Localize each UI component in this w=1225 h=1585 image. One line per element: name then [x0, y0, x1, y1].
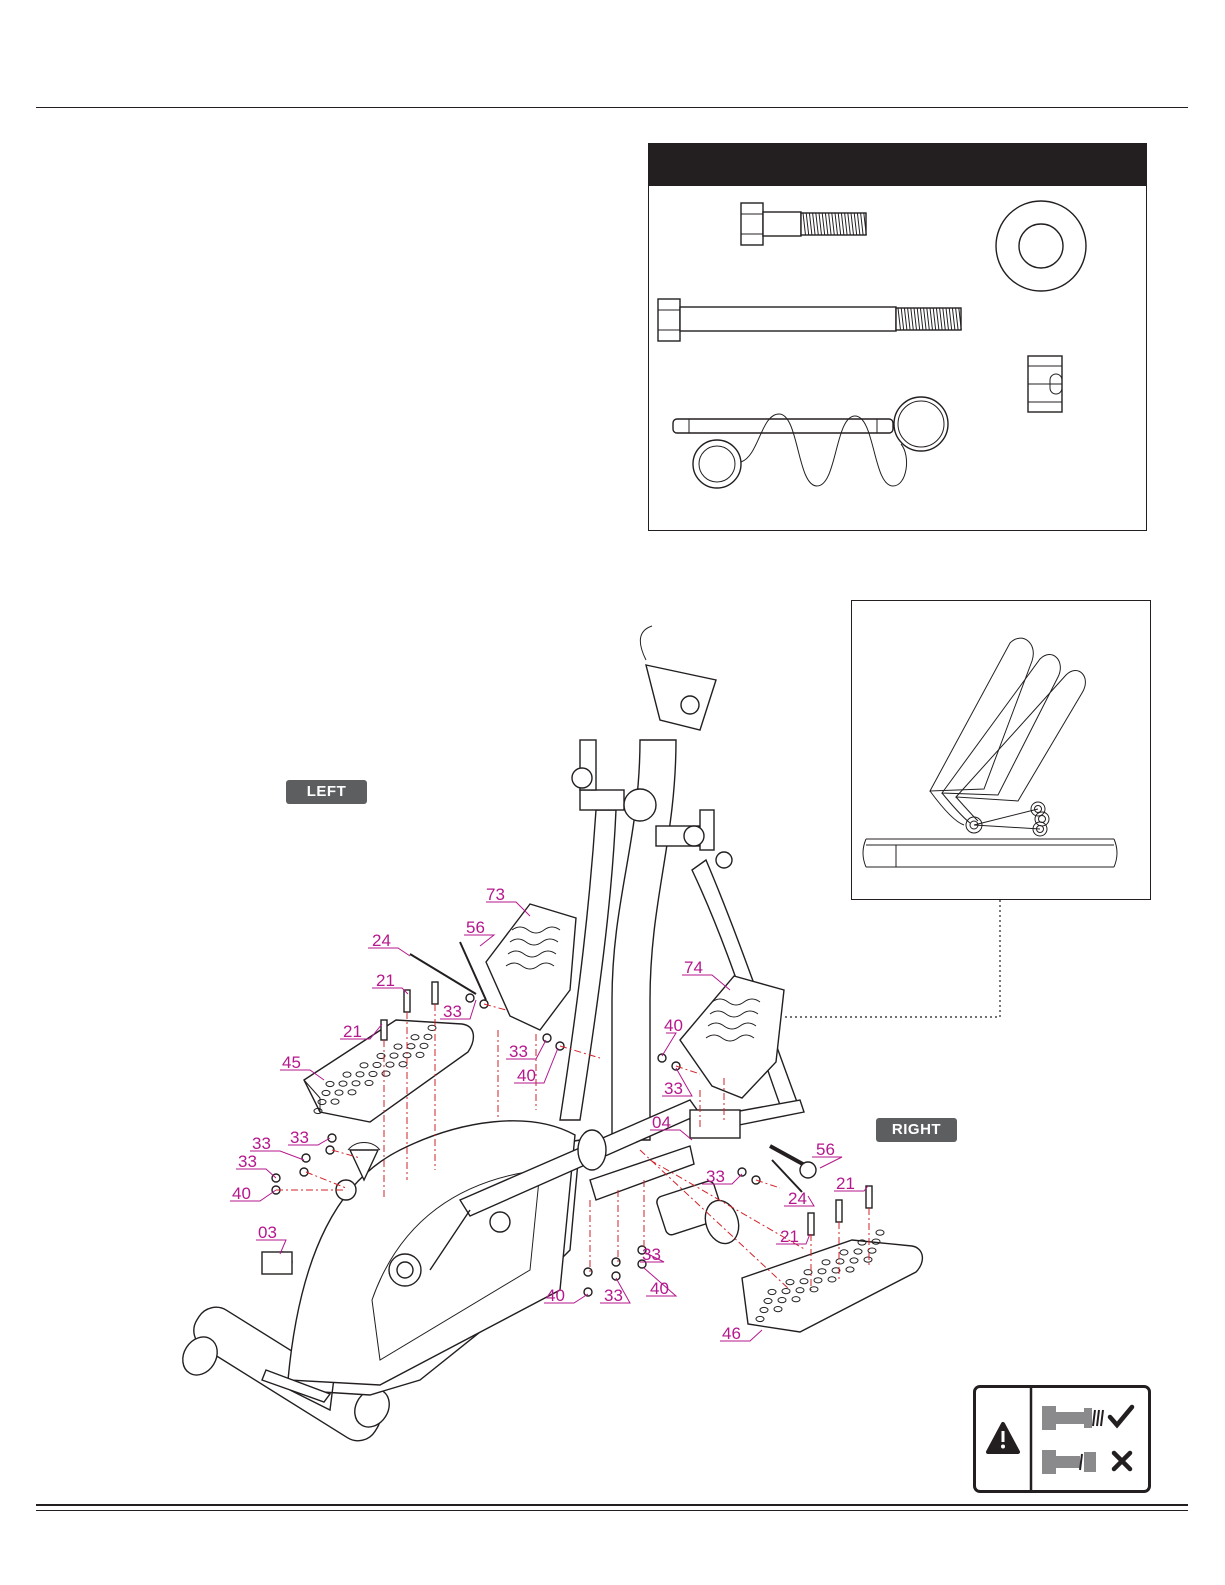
callout-33-left-b: 33 — [509, 1042, 528, 1061]
callout-40-left-b: 40 — [232, 1184, 251, 1203]
callout-33-left-d: 33 — [252, 1134, 271, 1153]
thread-engagement-warning — [973, 1385, 1151, 1493]
check-icon — [1110, 1407, 1132, 1425]
warning-exclamation-icon — [988, 1424, 1018, 1452]
callout-24-right: 24 — [788, 1189, 807, 1208]
callout-33-center-a: 33 — [642, 1245, 661, 1264]
bolt-incorrect-illustration — [1042, 1450, 1096, 1474]
callout-21-right-a: 21 — [780, 1227, 799, 1246]
callout-24-left: 24 — [372, 931, 391, 950]
lock-nut-icon — [1028, 356, 1062, 412]
callout-40-left-a: 40 — [517, 1066, 536, 1085]
long-hex-bolt-icon — [658, 299, 961, 341]
short-hex-bolt-icon — [741, 203, 866, 245]
callout-40-center-b: 40 — [546, 1286, 565, 1305]
hardware-box — [648, 143, 1147, 531]
callout-33-left-c: 33 — [290, 1128, 309, 1147]
callout-56-left: 56 — [466, 918, 485, 937]
callout-33-right-b: 33 — [706, 1167, 725, 1186]
callout-33-left-a: 33 — [443, 1002, 462, 1021]
callout-33-center-b: 33 — [604, 1286, 623, 1305]
callout-33-left-e: 33 — [238, 1152, 257, 1171]
footer-rule-thin — [36, 1510, 1188, 1511]
footer-rule — [36, 1504, 1188, 1506]
top-rule — [36, 107, 1188, 108]
callout-21-left-a: 21 — [376, 971, 395, 990]
callout-45: 45 — [282, 1053, 301, 1072]
pedal-arm-73 — [486, 904, 576, 1030]
flat-washer-icon — [996, 201, 1086, 291]
callout-21-right-b: 21 — [836, 1174, 855, 1193]
hardware-illustrations — [649, 186, 1145, 529]
callout-40-right-a: 40 — [664, 1016, 683, 1035]
pull-pin-with-lanyard-icon — [673, 397, 948, 488]
bolt-correct-illustration — [1042, 1406, 1103, 1430]
callout-04: 04 — [652, 1113, 671, 1132]
assembly-exploded-view: 73 56 24 21 33 21 33 40 45 74 40 33 04 5… — [0, 560, 1225, 1500]
callout-40-center-a: 40 — [650, 1279, 669, 1298]
callout-03: 03 — [258, 1223, 277, 1242]
foot-pedal-46 — [742, 1230, 922, 1332]
foot-pedal-45 — [304, 1020, 473, 1122]
pedal-arm-74 — [680, 976, 784, 1098]
callout-46: 46 — [722, 1324, 741, 1343]
callout-33-right-a: 33 — [664, 1079, 683, 1098]
callout-73: 73 — [486, 885, 505, 904]
callout-74: 74 — [684, 958, 703, 977]
callout-56-right: 56 — [816, 1140, 835, 1159]
hardware-header-bar — [649, 144, 1146, 186]
detail-connector-line — [785, 900, 1000, 1017]
cross-icon — [1114, 1453, 1130, 1469]
callout-21-left-b: 21 — [343, 1022, 362, 1041]
